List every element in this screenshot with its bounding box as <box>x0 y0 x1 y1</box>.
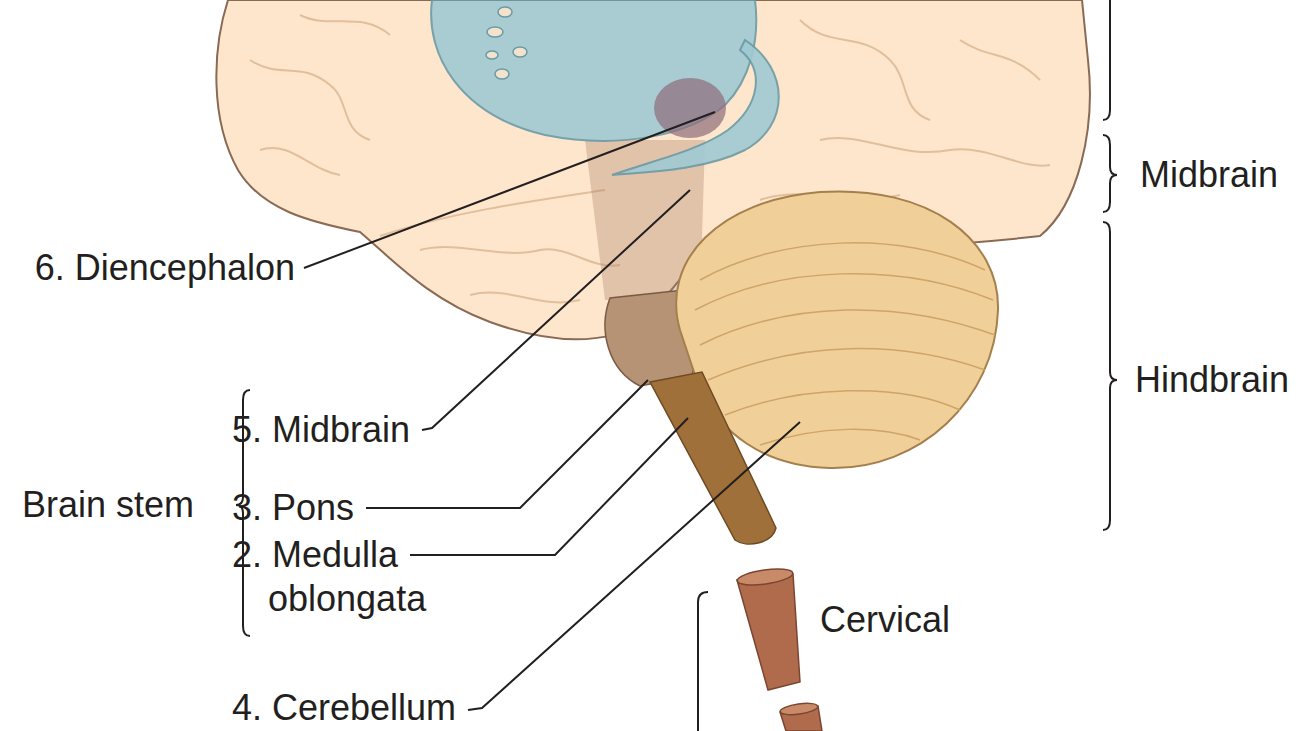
leader-line <box>468 422 800 710</box>
ventricle-horn <box>612 40 779 175</box>
lateral-ventricle <box>431 0 756 141</box>
leader-line <box>422 190 690 430</box>
leader-line <box>304 112 715 268</box>
spinal-segment-top <box>779 701 818 716</box>
part-label: 5. Midbrain <box>232 408 410 452</box>
region-label: Midbrain <box>1140 153 1278 197</box>
cerebrum <box>216 0 1090 339</box>
region-label: Hindbrain <box>1135 358 1289 402</box>
part-label: 4. Cerebellum <box>232 686 456 730</box>
medulla-oblongata <box>650 372 776 544</box>
midbrain-bracket <box>1103 135 1117 212</box>
part-label: 3. Pons <box>232 486 354 530</box>
hindbrain-bracket <box>1103 222 1117 530</box>
leader-line <box>410 418 688 555</box>
spinal-bracket <box>698 592 708 731</box>
segment-label: Cervical <box>820 598 950 642</box>
cerebellum-folia <box>695 243 995 445</box>
part-label: 2. Medulla oblongata <box>232 533 498 621</box>
caudate-spots <box>486 7 527 79</box>
group-label: Brain stem <box>22 483 194 527</box>
forebrain-bracket <box>1103 0 1110 120</box>
brackets <box>236 0 1117 731</box>
spinal-segment <box>737 574 800 690</box>
diencephalon <box>654 78 726 138</box>
part-label: 6. Diencephalon <box>35 246 295 290</box>
spinal-segment-top <box>736 566 793 588</box>
